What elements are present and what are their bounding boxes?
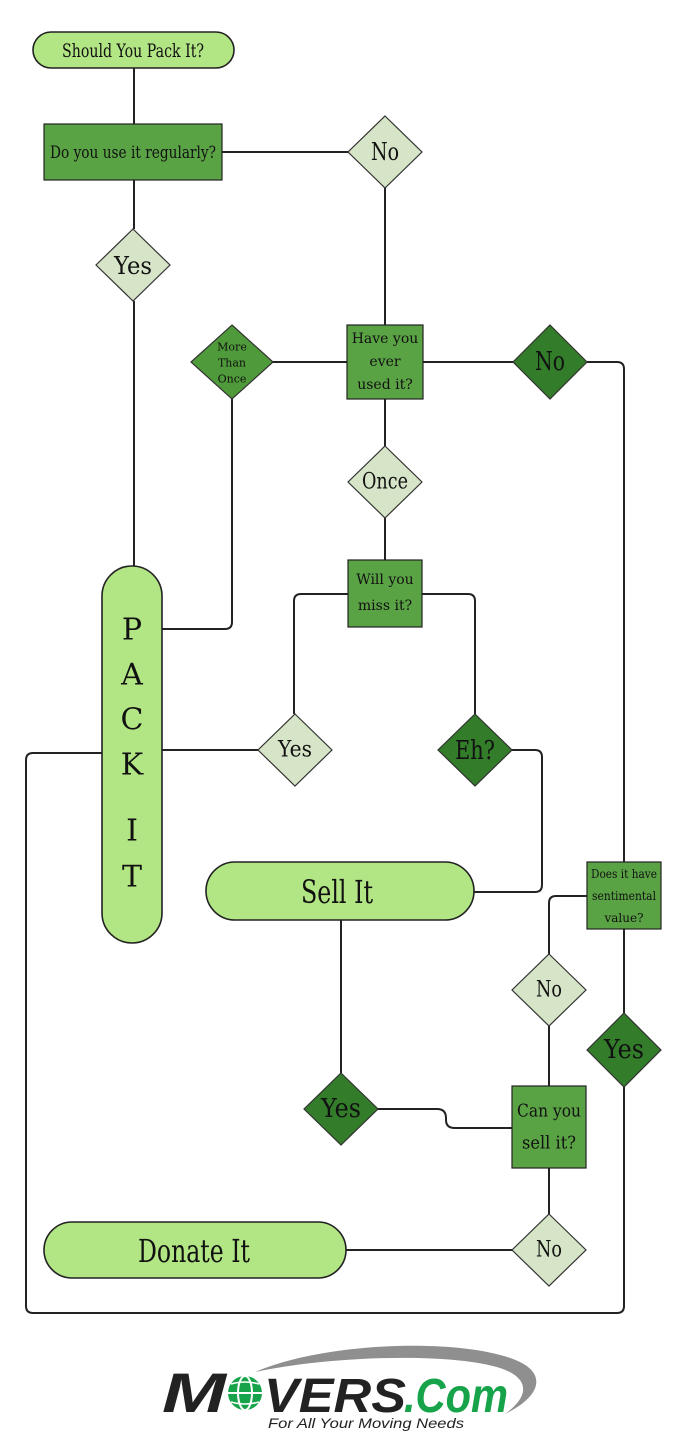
edge-sentimental-to-no: [548, 895, 587, 954]
answer-more-than-once-line-1: More: [217, 341, 247, 354]
pack-it-letter-k: K: [121, 748, 144, 783]
question-sentimental: Does it have sentimental value?: [586, 861, 662, 930]
donate-it-pill: Donate It: [43, 1221, 347, 1279]
question-sell: Can you sell it?: [511, 1085, 587, 1169]
edge-yes-to-q4: [377, 1108, 512, 1129]
question-sentimental-line-3: value?: [603, 911, 643, 925]
answer-more-than-once-line-2: Than: [218, 357, 246, 370]
logo-brand-vers: VERS: [264, 1370, 406, 1423]
edge-q3-to-eh: [422, 593, 476, 714]
pack-it-letter-p: P: [122, 613, 142, 648]
answer-miss-eh: Eh?: [437, 713, 513, 787]
edge-never-to-sentimental: [587, 361, 625, 862]
answer-miss-yes-text: Yes: [277, 738, 312, 763]
edge-eh-to-sellit: [474, 749, 543, 893]
answer-yes-regular: Yes: [95, 228, 171, 302]
answer-no-regular-text: No: [371, 138, 399, 166]
answer-more-than-once: More Than Once: [190, 324, 274, 400]
question-sell-line-2: sell it?: [522, 1133, 576, 1154]
movers-logo: M VERS .Com For All Your Moving Needs: [162, 1345, 537, 1431]
question-ever-used-line-3: used it?: [357, 377, 413, 393]
logo-brand-com: .Com: [404, 1370, 508, 1423]
donate-it-text: Donate It: [138, 1232, 250, 1270]
pack-it-pill: P A C K I T: [101, 565, 163, 944]
answer-once-text: Once: [362, 470, 408, 495]
answer-no-regular: No: [347, 115, 423, 189]
pack-it-letter-t: T: [122, 860, 142, 895]
sell-it-pill: Sell It: [205, 861, 475, 921]
pack-it-letter-a: A: [120, 658, 143, 693]
connectors: [25, 68, 625, 1314]
pack-it-letter-c: C: [121, 703, 144, 738]
question-sentimental-line-2: sentimental: [592, 889, 656, 903]
answer-more-than-once-line-3: Once: [218, 373, 247, 386]
logo-brand-m: M: [162, 1361, 228, 1424]
pack-it-letter-i: I: [126, 814, 138, 849]
logo-tagline: For All Your Moving Needs: [268, 1415, 464, 1431]
answer-sentimental-no-text: No: [536, 978, 562, 1003]
answer-sentimental-yes-text: Yes: [603, 1035, 644, 1065]
question-sentimental-line-1: Does it have: [591, 867, 657, 881]
answer-sentimental-no: No: [511, 953, 587, 1027]
answer-sell-no: No: [511, 1213, 587, 1287]
start-pill: Should You Pack It?: [32, 31, 235, 69]
answer-sentimental-yes: Yes: [586, 1012, 662, 1088]
edge-q3-to-yes: [293, 593, 348, 714]
answer-sell-no-text: No: [536, 1238, 562, 1263]
question-miss-it: Will you miss it?: [347, 559, 423, 628]
question-use-regularly: Do you use it regularly?: [43, 123, 223, 181]
edge-yes-to-pack-3: [25, 752, 625, 1314]
sell-it-text: Sell It: [301, 873, 373, 911]
globe-icon: [228, 1375, 262, 1411]
question-sell-line-1: Can you: [517, 1101, 581, 1122]
question-miss-it-line-2: miss it?: [358, 598, 412, 614]
answer-never: No: [512, 324, 588, 400]
answer-miss-eh-text: Eh?: [455, 736, 495, 766]
edge-morethanonce-to-pack: [162, 398, 233, 630]
answer-miss-yes: Yes: [257, 713, 333, 787]
answer-never-text: No: [535, 347, 565, 377]
answer-sell-yes-text: Yes: [320, 1094, 361, 1124]
question-ever-used: Have you ever used it?: [346, 324, 424, 400]
question-ever-used-line-1: Have you: [352, 331, 419, 347]
title-text: Should You Pack It?: [62, 40, 204, 62]
answer-sell-yes: Yes: [303, 1072, 379, 1146]
question-miss-it-line-1: Will you: [356, 572, 413, 588]
question-use-regularly-text: Do you use it regularly?: [50, 143, 216, 163]
answer-yes-regular-text: Yes: [113, 252, 152, 280]
question-ever-used-line-2: ever: [369, 354, 400, 370]
answer-once: Once: [347, 445, 423, 519]
